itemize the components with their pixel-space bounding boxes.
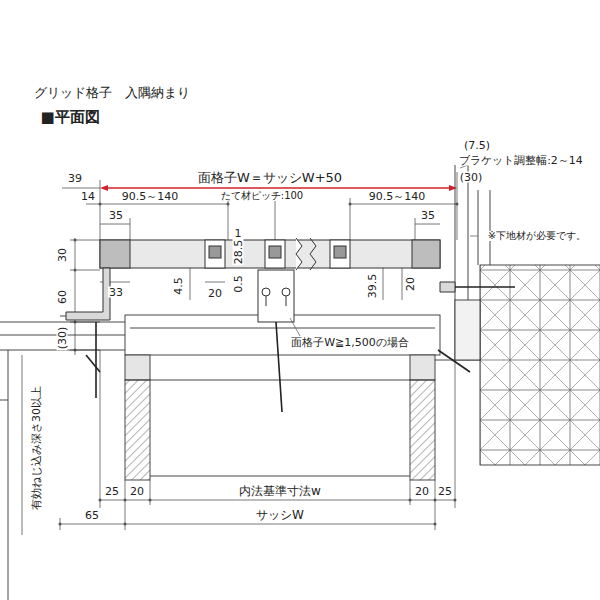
- dimension-label: 35: [108, 210, 124, 221]
- dimension-label: たて材ピッチ:100: [220, 191, 304, 201]
- dimension-label: (30): [57, 326, 68, 351]
- dimension-lines: [22, 172, 457, 535]
- dimension-label: (30): [459, 172, 484, 183]
- left-structure: [0, 316, 125, 600]
- dimension-label: (7.5): [463, 140, 491, 151]
- dimension-label: 20: [129, 486, 145, 497]
- wall: [430, 165, 600, 465]
- dimension-label: 20: [414, 486, 430, 497]
- dimension-label: 30: [57, 247, 68, 263]
- dimension-label: 0.5: [233, 274, 244, 294]
- note-text: ※下地材が必要です。: [487, 231, 587, 241]
- dimension-label: 39: [67, 173, 83, 184]
- dimension-label: 面格子W＝サッシW+50: [197, 171, 343, 184]
- dimension-label: 14: [80, 191, 96, 202]
- drawing-title: ■平面図: [39, 110, 100, 125]
- dimension-label: 90.5～140: [121, 191, 180, 202]
- screws: [86, 287, 515, 412]
- brackets: [66, 268, 455, 322]
- dimension-label: 20: [207, 288, 223, 299]
- heading-text: グリッド格子 入隅納まり: [33, 86, 191, 99]
- dimension-label: ブラケット調整幅:2～14: [458, 155, 584, 166]
- callout-text: 面格子W≧1,500の場合: [290, 337, 410, 348]
- dimension-label: 28.5: [233, 239, 244, 266]
- dimension-label: 60: [57, 289, 68, 305]
- dimension-label: 65: [84, 510, 100, 521]
- sash-frame: [125, 315, 440, 480]
- dimension-label: 内法基準寸法w: [238, 485, 322, 497]
- dimension-label: 20: [405, 276, 416, 292]
- grid-lattice: [100, 238, 440, 270]
- dimension-ticks: [59, 203, 459, 526]
- dimension-label: 35: [420, 210, 436, 221]
- dimension-label: 90.5～140: [368, 191, 427, 202]
- dimension-label: 33: [108, 287, 124, 298]
- note-text: 有効ねじ込み深さ30以上: [31, 385, 42, 511]
- dimension-label: 25: [104, 486, 120, 497]
- dimension-label: 4.5: [173, 276, 184, 296]
- dimension-label: サッシW: [255, 509, 305, 521]
- dimension-label: 25: [437, 486, 453, 497]
- dimension-label: 39.5: [367, 273, 378, 300]
- dimension-label: 1: [234, 228, 243, 239]
- leader-lines: [290, 165, 478, 336]
